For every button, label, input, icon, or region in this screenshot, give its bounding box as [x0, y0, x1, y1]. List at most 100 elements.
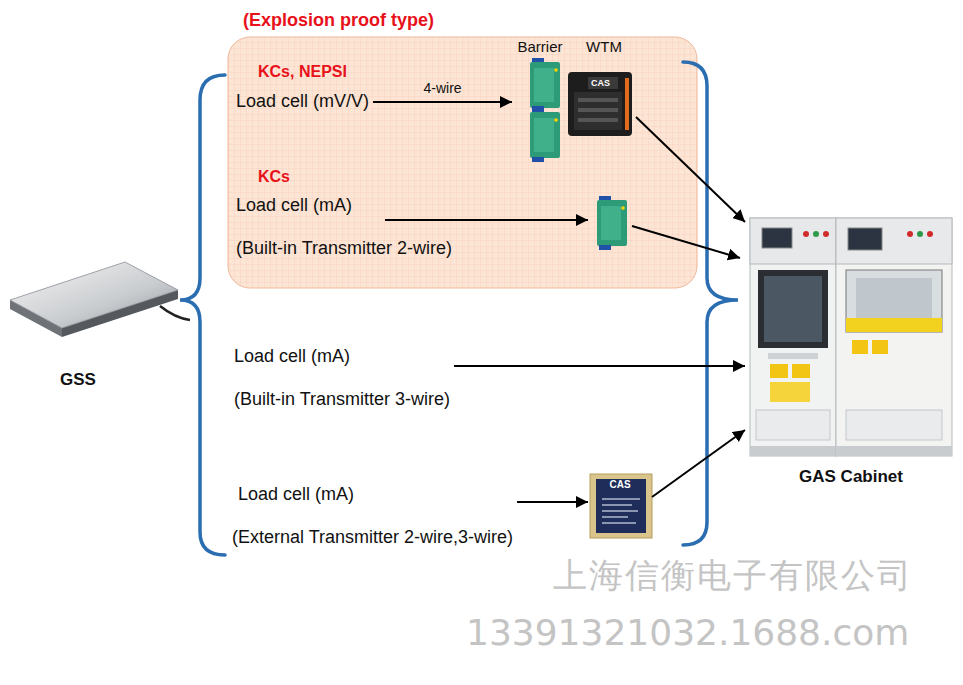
gas-cabinet-illustration: [907, 231, 913, 237]
barrier-module: [601, 206, 621, 240]
barrier-module: [534, 68, 554, 102]
barrier-module: [621, 206, 625, 210]
connector: [373, 102, 745, 502]
external-transmitter-illustration: [590, 474, 652, 538]
signal-arrow: [636, 117, 745, 222]
signal-arrow: [454, 365, 745, 367]
gas-cabinet-illustration: [768, 353, 818, 359]
explosion-proof-area: [228, 37, 697, 288]
gas-cabinet-illustration: [770, 364, 788, 378]
barrier-module: [599, 245, 611, 250]
load-cell-label: Load cell (mA) (Built-in Transmitter 3-wi…: [230, 346, 454, 414]
brand-text: CAS: [591, 78, 610, 88]
gas-cabinet-illustration: [848, 228, 882, 250]
certification-label: KCs: [258, 168, 290, 186]
wtm-indicator-illustration: [568, 72, 632, 136]
load-cell-text: Load cell (mA): [236, 195, 352, 216]
wtm-indicator-illustration: [578, 108, 618, 112]
external-transmitter-illustration: [590, 474, 652, 538]
external-transmitter-illustration: [596, 479, 646, 533]
watermark: 上海信衡电子有限公司: [553, 556, 913, 595]
wtm-indicator-illustration: [578, 118, 618, 122]
gas-cabinet-illustration: [762, 228, 792, 248]
wtm-indicator-illustration: [574, 92, 622, 130]
device-name: GAS Cabinet: [799, 467, 903, 487]
signal-arrow: [652, 430, 745, 497]
load-cell-text: Load cell (mV/V): [236, 91, 369, 112]
explosion-proof-region: (Explosion proof type) KCs, NEPSI Load cel…: [228, 8, 698, 290]
external-transmitter-illustration: [602, 522, 636, 524]
watermark: 13391321032.1688.com: [466, 612, 909, 653]
gas-cabinet-illustration: [836, 218, 952, 264]
gss-plate-illustration: [10, 262, 178, 328]
gas-cabinet-illustration: [750, 218, 952, 456]
gas-cabinet-illustration: [846, 410, 942, 440]
load-cell-text: Load cell (mA): [234, 346, 350, 367]
explosion-proof-area: [228, 37, 697, 288]
gas-cabinet: GAS Cabinet: [745, 212, 957, 491]
wtm-indicator-illustration: [588, 77, 618, 89]
gas-cabinet-illustration: [846, 318, 942, 332]
barrier-module: [597, 196, 627, 250]
brace: [180, 75, 225, 555]
external-transmitter-illustration: [602, 510, 638, 512]
barrier-device: Barrier: [512, 38, 568, 162]
gas-cabinet-illustration: [792, 364, 810, 378]
brand-text: CAS: [609, 479, 630, 491]
gss-plate-illustration: [10, 262, 190, 337]
barrier-module: [532, 157, 544, 162]
gas-cabinet-illustration: [764, 276, 822, 342]
external-transmitter: CAS: [588, 472, 652, 538]
gas-cabinet-illustration: [856, 278, 932, 324]
gas-cabinet-illustration: [852, 340, 868, 354]
gas-cabinet-illustration: [813, 231, 819, 237]
device-name: Barrier: [517, 38, 562, 55]
load-cell-text: Load cell (mA): [238, 484, 354, 505]
gas-cabinet-illustration: [750, 218, 836, 264]
load-cell-label: Load cell (mA) (External Transmitter 2-wi…: [230, 484, 517, 552]
transmitter-text: (External Transmitter 2-wire,3-wire): [232, 527, 513, 548]
load-cell-label: KCsLoad cell (mA) (Built-in Transmitter 2…: [232, 168, 456, 263]
barrier-module: [554, 118, 558, 122]
gss-plate-illustration: [160, 306, 190, 320]
external-transmitter-illustration: [602, 498, 640, 500]
signal-arrow: [517, 501, 588, 503]
gas-cabinet-illustration: [836, 218, 952, 456]
gss-scale: GSS: [8, 258, 180, 394]
barrier-module: [530, 112, 560, 158]
gas-cabinet-illustration: [750, 218, 836, 456]
barrier-module: [554, 68, 558, 72]
signal-arrow: [385, 219, 588, 221]
device-name: GSS: [60, 370, 96, 390]
wtm-indicator-illustration: [625, 78, 629, 130]
gas-cabinet-illustration: [750, 446, 836, 456]
gas-cabinet-illustration: [756, 410, 830, 440]
wire-label: 4-wire: [423, 80, 461, 96]
gas-cabinet-illustration: [823, 231, 829, 237]
brace: [683, 62, 738, 545]
transmitter-text: (Built-in Transmitter 2-wire): [236, 238, 452, 259]
signal-arrow: [373, 101, 512, 103]
barrier-module: [530, 62, 560, 108]
gas-cabinet-illustration: [927, 231, 933, 237]
load-cell-label: KCs, NEPSI Load cell (mV/V): [232, 63, 373, 116]
signal-arrow: [632, 226, 740, 258]
external-transmitter-illustration: [602, 504, 632, 506]
gas-cabinet-illustration: [758, 270, 828, 348]
gas-cabinet-illustration: [836, 446, 952, 456]
gas-cabinet-illustration: [872, 340, 888, 354]
region-heading: (Explosion proof type): [243, 10, 434, 31]
gas-cabinet-illustration: [770, 382, 810, 402]
gas-cabinet-illustration: [803, 231, 809, 237]
barrier-module: [597, 200, 627, 246]
barrier-module: [534, 118, 554, 152]
wtm-device: WTM: [572, 38, 636, 140]
gas-cabinet-illustration: [846, 270, 942, 332]
transmitter-text: (Built-in Transmitter 3-wire): [234, 389, 450, 410]
wtm-indicator-illustration: [568, 72, 632, 136]
certification-label: KCs, NEPSI: [258, 63, 347, 81]
gas-cabinet-illustration: [917, 231, 923, 237]
external-transmitter-illustration: [602, 516, 628, 518]
